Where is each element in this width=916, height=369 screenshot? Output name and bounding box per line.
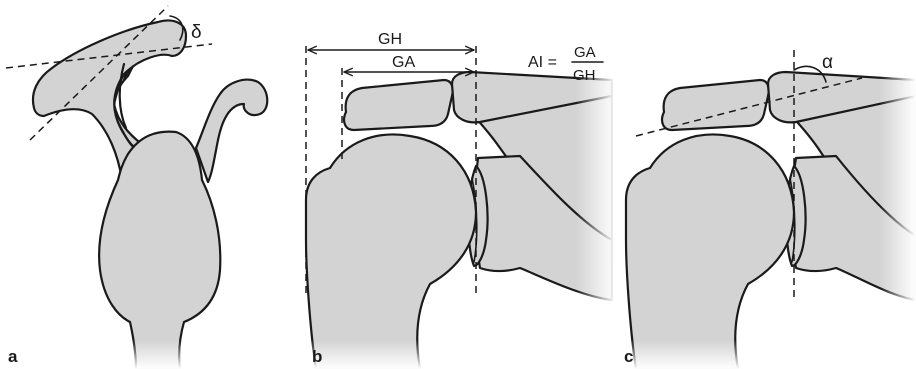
- acromion-c: [662, 80, 769, 130]
- formula-numerator: GA: [574, 44, 596, 61]
- panel-c-label: c: [624, 347, 633, 366]
- gh-label: GH: [378, 31, 402, 48]
- delta-angle-label: δ: [191, 22, 202, 43]
- fade-right-b: [576, 70, 616, 310]
- ga-label: GA: [392, 54, 415, 71]
- fade-right-c: [880, 70, 916, 310]
- acromion-b: [344, 80, 453, 130]
- panel-b: GH GA AI = GA GH b: [300, 31, 616, 369]
- fade-bottom-a: [100, 340, 220, 369]
- panel-a: δ a: [6, 6, 267, 369]
- humerus-c: [626, 134, 794, 369]
- alpha-angle-label: α: [822, 52, 833, 73]
- panel-a-label: a: [8, 347, 18, 366]
- fade-bottom-c: [620, 340, 750, 369]
- formula-lhs: AI =: [528, 54, 557, 71]
- formula-denominator: GH: [573, 67, 596, 84]
- panel-c: α c: [620, 50, 916, 369]
- scapula-lateral-view: [33, 21, 267, 369]
- humerus-b: [306, 134, 476, 369]
- panel-b-label: b: [312, 347, 322, 366]
